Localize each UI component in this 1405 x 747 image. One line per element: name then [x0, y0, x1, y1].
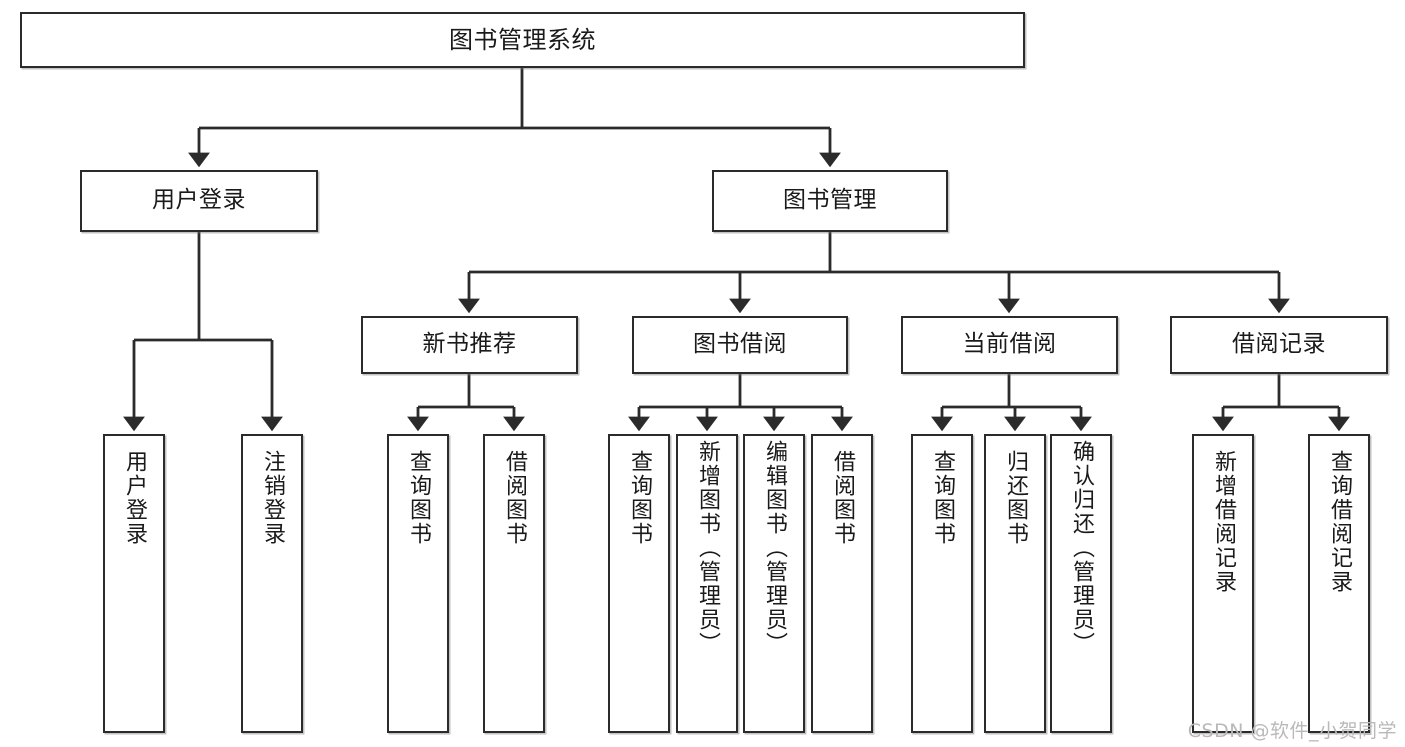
- leaf-cb-query-book[interactable]: 查询图书: [911, 434, 973, 733]
- leaf-bb-query-book[interactable]: 查询图书: [608, 434, 670, 733]
- leaf-cb-query-book-label: 查询图书: [930, 450, 955, 546]
- node-current-borrow-label: 当前借阅: [962, 331, 1057, 358]
- leaf-cb-return-book-label: 归还图书: [1003, 450, 1028, 546]
- leaf-cb-return-book[interactable]: 归还图书: [984, 434, 1046, 733]
- node-user-login[interactable]: 用户登录: [80, 170, 318, 232]
- leaf-nbr-query-book-label: 查询图书: [406, 450, 431, 546]
- leaf-nbr-borrow-book-label: 借阅图书: [502, 450, 527, 546]
- leaf-br-query-record[interactable]: 查询借阅记录: [1308, 434, 1370, 733]
- node-current-borrow[interactable]: 当前借阅: [901, 316, 1118, 374]
- leaf-bb-add-book-admin-label: 新增图书（管理员）: [695, 440, 720, 656]
- leaf-cb-confirm-return-admin[interactable]: 确认归还（管理员）: [1050, 434, 1112, 733]
- node-book-manage-label: 图书管理: [783, 187, 877, 214]
- leaf-bb-borrow-book-label: 借阅图书: [830, 450, 855, 546]
- node-book-borrow[interactable]: 图书借阅: [632, 316, 848, 374]
- leaf-nbr-borrow-book[interactable]: 借阅图书: [483, 434, 545, 733]
- leaf-br-add-record-label: 新增借阅记录: [1211, 450, 1236, 594]
- node-book-manage[interactable]: 图书管理: [712, 170, 948, 232]
- leaf-nbr-query-book[interactable]: 查询图书: [387, 434, 449, 733]
- node-user-login-label: 用户登录: [152, 187, 246, 214]
- node-borrow-record-label: 借阅记录: [1232, 331, 1326, 358]
- leaf-bb-borrow-book[interactable]: 借阅图书: [811, 434, 873, 733]
- leaf-user-logout-label: 注销登录: [260, 450, 285, 546]
- node-borrow-record[interactable]: 借阅记录: [1170, 316, 1388, 374]
- leaf-bb-add-book-admin[interactable]: 新增图书（管理员）: [676, 434, 738, 733]
- leaf-br-query-record-label: 查询借阅记录: [1327, 450, 1352, 594]
- leaf-cb-confirm-return-admin-label: 确认归还（管理员）: [1069, 440, 1094, 656]
- leaf-br-add-record[interactable]: 新增借阅记录: [1192, 434, 1254, 733]
- leaf-user-login[interactable]: 用户登录: [103, 434, 165, 733]
- node-book-borrow-label: 图书借阅: [693, 331, 787, 358]
- node-new-book-recommend[interactable]: 新书推荐: [361, 316, 578, 374]
- leaf-user-logout[interactable]: 注销登录: [241, 434, 303, 733]
- leaf-bb-edit-book-admin[interactable]: 编辑图书（管理员）: [743, 434, 805, 733]
- node-root-label: 图书管理系统: [449, 25, 596, 54]
- leaf-user-login-label: 用户登录: [122, 450, 147, 546]
- leaf-bb-edit-book-admin-label: 编辑图书（管理员）: [762, 440, 787, 656]
- node-new-book-recommend-label: 新书推荐: [422, 331, 517, 358]
- leaf-bb-query-book-label: 查询图书: [627, 450, 652, 546]
- node-root[interactable]: 图书管理系统: [20, 12, 1025, 68]
